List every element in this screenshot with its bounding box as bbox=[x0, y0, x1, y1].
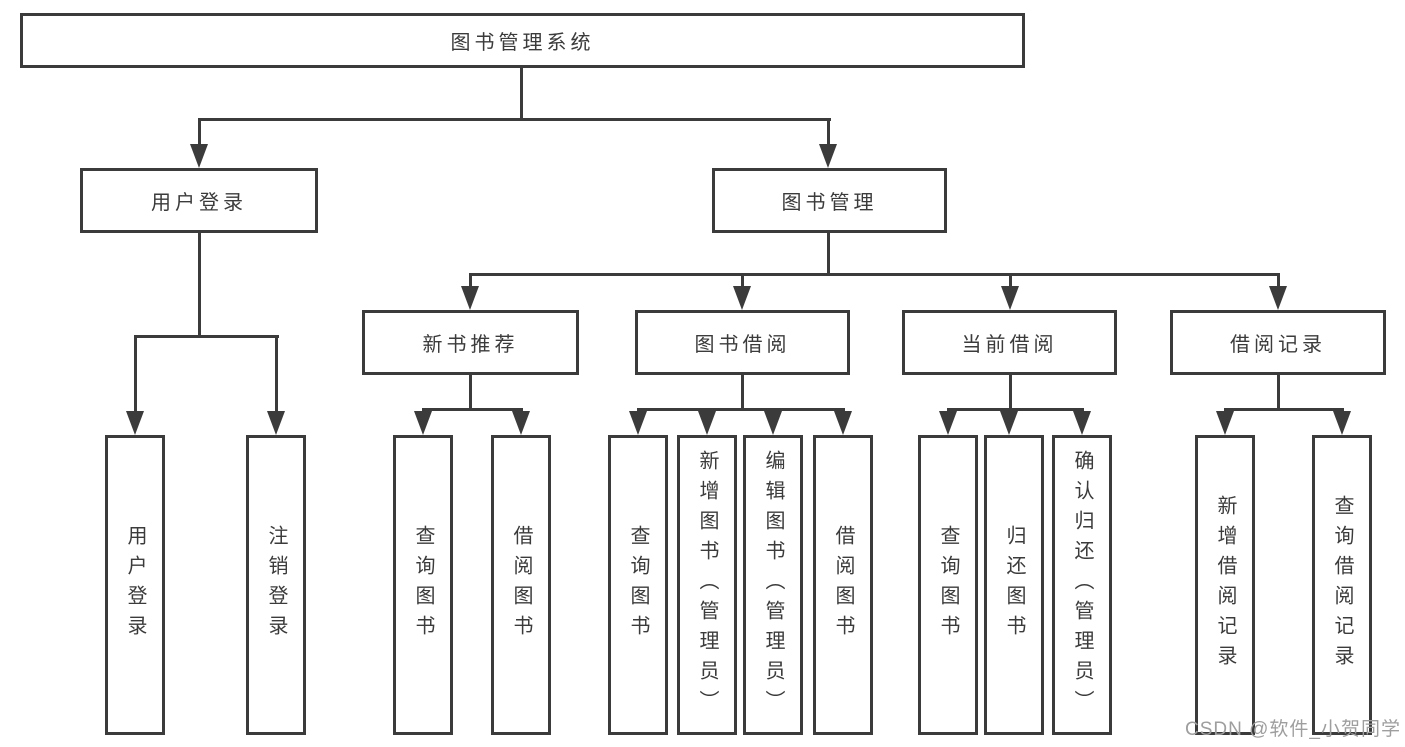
arrowhead-down-icon bbox=[629, 411, 647, 435]
connector-line-vertical bbox=[1009, 273, 1012, 288]
connector-line-horizontal bbox=[198, 118, 831, 121]
leaf-logout: 注销登录 bbox=[246, 435, 306, 735]
leaf-current-query-book: 查询图书 bbox=[918, 435, 978, 735]
leaf-borrow-add-book-admin: 新增图书（管理员） bbox=[677, 435, 737, 735]
arrowhead-down-icon bbox=[126, 411, 144, 435]
leaf-borrow-borrow-book: 借阅图书 bbox=[813, 435, 873, 735]
leaf-record-add-record: 新增借阅记录 bbox=[1195, 435, 1255, 735]
arrowhead-down-icon bbox=[939, 411, 957, 435]
connector-line-vertical bbox=[1277, 375, 1280, 408]
leaf-newbook-query-book: 查询图书 bbox=[393, 435, 453, 735]
arrowhead-down-icon bbox=[1216, 411, 1234, 435]
connector-line-vertical bbox=[827, 233, 830, 273]
connector-line-vertical bbox=[741, 375, 744, 408]
arrowhead-down-icon bbox=[698, 411, 716, 435]
connector-line-vertical bbox=[198, 118, 201, 148]
arrowhead-down-icon bbox=[1000, 411, 1018, 435]
connector-line-vertical bbox=[134, 335, 137, 413]
arrowhead-down-icon bbox=[1269, 286, 1287, 310]
arrowhead-down-icon bbox=[267, 411, 285, 435]
leaf-borrow-query-book: 查询图书 bbox=[608, 435, 668, 735]
connector-line-horizontal bbox=[947, 408, 1084, 411]
leaf-current-confirm-return-admin: 确认归还（管理员） bbox=[1052, 435, 1112, 735]
node-root-library-system: 图书管理系统 bbox=[20, 13, 1025, 68]
connector-line-horizontal bbox=[1224, 408, 1344, 411]
connector-line-vertical bbox=[827, 118, 830, 148]
arrowhead-down-icon bbox=[1073, 411, 1091, 435]
arrowhead-down-icon bbox=[1333, 411, 1351, 435]
watermark-csdn: CSDN @软件_小贺同学 bbox=[1185, 719, 1401, 740]
arrowhead-down-icon bbox=[764, 411, 782, 435]
arrowhead-down-icon bbox=[414, 411, 432, 435]
connector-line-vertical bbox=[469, 375, 472, 408]
arrowhead-down-icon bbox=[512, 411, 530, 435]
leaf-borrow-edit-book-admin: 编辑图书（管理员） bbox=[743, 435, 803, 735]
arrowhead-down-icon bbox=[461, 286, 479, 310]
connector-line-vertical bbox=[1009, 375, 1012, 408]
leaf-current-return-book: 归还图书 bbox=[984, 435, 1044, 735]
arrowhead-down-icon bbox=[1001, 286, 1019, 310]
node-book-management: 图书管理 bbox=[712, 168, 947, 233]
connector-line-vertical bbox=[469, 273, 472, 288]
node-new-book-recommend: 新书推荐 bbox=[362, 310, 579, 375]
connector-line-vertical bbox=[198, 233, 201, 335]
connector-line-horizontal bbox=[637, 408, 845, 411]
leaf-record-query-record: 查询借阅记录 bbox=[1312, 435, 1372, 735]
node-borrow-record: 借阅记录 bbox=[1170, 310, 1386, 375]
node-user-login: 用户登录 bbox=[80, 168, 318, 233]
arrowhead-down-icon bbox=[190, 144, 208, 168]
connector-line-vertical bbox=[1277, 273, 1280, 288]
arrowhead-down-icon bbox=[834, 411, 852, 435]
connector-line-vertical bbox=[741, 273, 744, 288]
arrowhead-down-icon bbox=[733, 286, 751, 310]
connector-line-horizontal bbox=[422, 408, 523, 411]
connector-line-horizontal bbox=[134, 335, 279, 338]
connector-line-vertical bbox=[520, 68, 523, 118]
arrowhead-down-icon bbox=[819, 144, 837, 168]
leaf-newbook-borrow-book: 借阅图书 bbox=[491, 435, 551, 735]
connector-line-vertical bbox=[275, 335, 278, 413]
node-current-borrow: 当前借阅 bbox=[902, 310, 1117, 375]
leaf-user-login: 用户登录 bbox=[105, 435, 165, 735]
connector-line-horizontal bbox=[469, 273, 1280, 276]
node-book-borrow: 图书借阅 bbox=[635, 310, 850, 375]
